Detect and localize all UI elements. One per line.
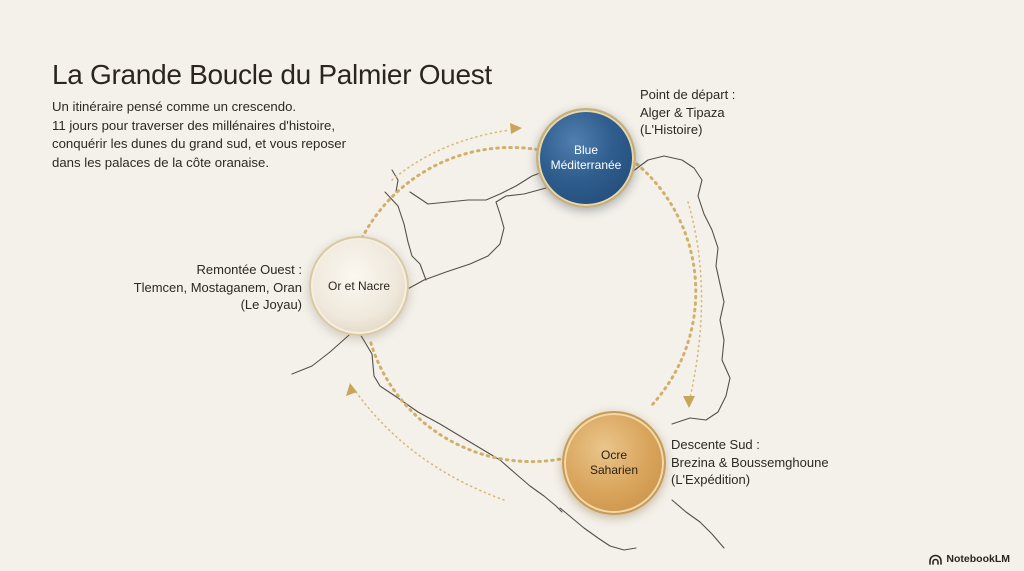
stage-ouest-label: Remontée Ouest : Tlemcen, Mostaganem, Or… bbox=[134, 261, 302, 314]
node-label: Ocre bbox=[600, 448, 627, 462]
stage-sud-label: Descente Sud : Brezina & Boussemghoune (… bbox=[671, 436, 829, 489]
map-outline bbox=[291, 155, 731, 551]
node-label: Or et Nacre bbox=[327, 278, 390, 293]
stage-ouest-node: Or et Nacre bbox=[309, 236, 409, 336]
node-label: Méditerranée bbox=[550, 158, 622, 172]
intro-line: dans les palaces de la côte oranaise. bbox=[52, 154, 270, 170]
node-label: Saharien bbox=[589, 463, 639, 477]
page-title: La Grande Boucle du Palmier Ouest bbox=[52, 58, 492, 90]
intro-line: Un itinéraire pensé comme un crescendo. bbox=[52, 99, 297, 114]
intro-text: Un itinéraire pensé comme un crescendo. … bbox=[52, 98, 382, 172]
stage-depart-heading: Point de départ : bbox=[640, 87, 736, 102]
stage-depart-places: Alger & Tipaza bbox=[640, 104, 725, 120]
intro-line: 11 jours pour traverser des millénaires … bbox=[52, 117, 335, 133]
stage-depart-label: Point de départ : Alger & Tipaza (L'Hist… bbox=[640, 86, 735, 139]
notebooklm-logo-icon bbox=[929, 554, 943, 565]
brand-name: NotebookLM bbox=[946, 553, 1010, 565]
stage-sud-node: Ocre Saharien bbox=[562, 411, 666, 515]
stage-sud-places: Brezina & Boussemghoune bbox=[671, 454, 829, 470]
direction-arrowheads bbox=[346, 123, 695, 408]
stage-sud-heading: Descente Sud : bbox=[671, 437, 760, 452]
arrow-east-icon bbox=[683, 396, 695, 408]
intro-line: conquérir les dunes du grand sud, et vou… bbox=[52, 136, 346, 151]
node-label: Blue bbox=[573, 143, 599, 157]
arrow-west-icon bbox=[346, 383, 357, 396]
stage-ouest-heading: Remontée Ouest : bbox=[196, 262, 303, 277]
itinerary-loop bbox=[360, 146, 698, 464]
arrow-north-icon bbox=[510, 123, 522, 134]
brand-watermark: NotebookLM bbox=[929, 553, 1010, 565]
stage-depart-node: Blue Méditerranée bbox=[536, 108, 636, 208]
stage-ouest-theme: (Le Joyau) bbox=[240, 297, 302, 312]
stage-depart-theme: (L'Histoire) bbox=[640, 122, 703, 137]
stage-sud-theme: (L'Expédition) bbox=[671, 472, 751, 487]
direction-arcs bbox=[355, 129, 703, 501]
stage-ouest-places: Tlemcen, Mostaganem, Oran bbox=[133, 279, 302, 295]
